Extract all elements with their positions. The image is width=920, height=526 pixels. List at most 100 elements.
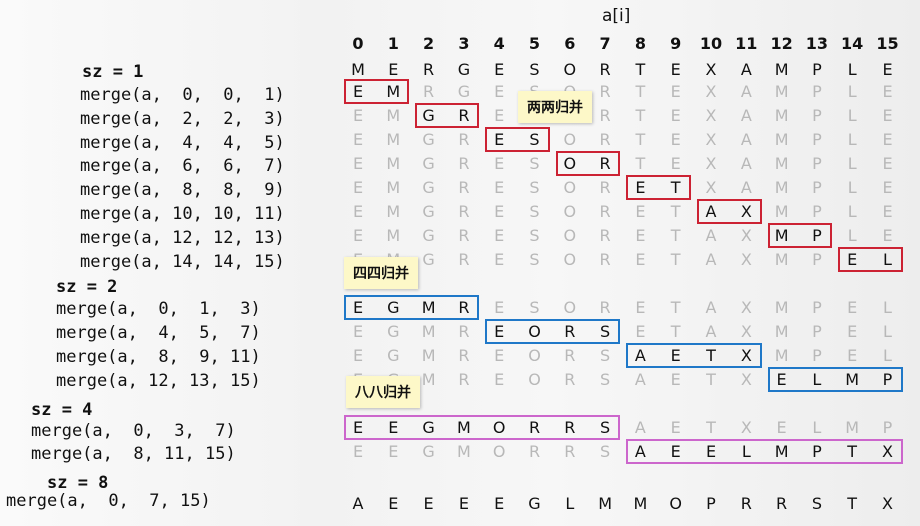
array-cell: A	[634, 346, 646, 365]
array-cell: A	[352, 494, 364, 513]
array-cell: T	[670, 250, 681, 269]
array-cell: M	[386, 130, 401, 149]
array-cell: M	[774, 106, 789, 125]
array-cell: E	[494, 60, 505, 79]
array-cell: E	[494, 322, 505, 341]
array-cell: G	[422, 418, 435, 437]
array-cell: P	[812, 154, 822, 173]
array-cell: S	[600, 370, 611, 389]
merge-call: merge(a, 8, 11, 15)	[31, 444, 236, 464]
array-cell: R	[458, 370, 470, 389]
array-cell: E	[882, 82, 893, 101]
array-cell: M	[774, 298, 789, 317]
array-cell: R	[740, 494, 752, 513]
array-cell: E	[670, 106, 681, 125]
index-label: 8	[634, 34, 646, 53]
array-cell: A	[740, 154, 752, 173]
array-cell: E	[352, 178, 364, 197]
array-cell: R	[599, 298, 611, 317]
array-cell: P	[812, 130, 822, 149]
array-cell: E	[494, 106, 505, 125]
array-cell: E	[635, 322, 646, 341]
array-cell: L	[847, 82, 857, 101]
array-cell: E	[352, 130, 364, 149]
array-cell: M	[774, 226, 789, 245]
array-cell: P	[812, 298, 822, 317]
array-cell: T	[635, 60, 646, 79]
index-label: 14	[841, 34, 864, 53]
four-way-merge-note: 四四归并	[344, 257, 418, 289]
array-cell: G	[387, 322, 400, 341]
array-cell: M	[774, 60, 789, 79]
array-cell: R	[458, 226, 470, 245]
array-cell: A	[705, 250, 717, 269]
merge-call: merge(a, 12, 13, 15)	[56, 371, 261, 391]
array-cell: T	[670, 298, 681, 317]
merge-call: merge(a, 0, 1, 3)	[56, 299, 261, 319]
index-label: 13	[805, 34, 829, 53]
array-cell: E	[494, 298, 505, 317]
array-cell: M	[774, 442, 789, 461]
array-cell: A	[634, 442, 646, 461]
array-cell: R	[599, 154, 611, 173]
pass-size-label: sz = 1	[82, 62, 144, 82]
array-cell: X	[740, 370, 752, 389]
array-cell: M	[386, 154, 401, 173]
array-cell: L	[847, 106, 857, 125]
merge-four-box	[485, 319, 621, 344]
array-cell: E	[882, 154, 893, 173]
array-cell: M	[386, 106, 401, 125]
array-cell: P	[812, 60, 822, 79]
merge-call: merge(a, 4, 4, 5)	[80, 133, 285, 153]
array-cell: E	[352, 154, 364, 173]
array-cell: R	[599, 82, 611, 101]
array-cell: M	[386, 82, 401, 101]
array-cell: L	[812, 418, 822, 437]
array-cell: E	[494, 250, 505, 269]
array-cell: G	[422, 442, 435, 461]
merge-pair-box	[838, 247, 903, 272]
array-cell: P	[706, 494, 716, 513]
array-cell: E	[882, 226, 893, 245]
array-cell: O	[563, 250, 577, 269]
array-cell: T	[635, 82, 646, 101]
array-cell: A	[740, 60, 752, 79]
merge-call: merge(a, 6, 6, 7)	[80, 156, 285, 176]
array-cell: E	[352, 202, 364, 221]
array-cell: G	[422, 106, 435, 125]
array-cell: R	[599, 250, 611, 269]
array-cell: E	[494, 178, 505, 197]
array-cell: L	[812, 370, 822, 389]
merge-call: merge(a, 12, 12, 13)	[80, 228, 285, 248]
array-cell: X	[740, 202, 752, 221]
array-cell: M	[845, 370, 860, 389]
array-cell: R	[528, 442, 541, 461]
array-cell: E	[494, 346, 505, 365]
array-cell: M	[845, 418, 860, 437]
array-cell: S	[529, 298, 540, 317]
array-cell: G	[422, 226, 435, 245]
array-cell: R	[458, 130, 470, 149]
array-cell: O	[528, 370, 541, 389]
array-cell: S	[600, 322, 611, 341]
array-cell: E	[494, 226, 505, 245]
array-cell: O	[528, 346, 541, 365]
array-cell: R	[423, 60, 435, 79]
array-cell: T	[670, 322, 681, 341]
array-cell: E	[635, 298, 646, 317]
array-cell: O	[492, 442, 506, 461]
index-label: 9	[670, 34, 682, 53]
array-cell: E	[458, 494, 469, 513]
array-cell: M	[774, 82, 789, 101]
array-cell: R	[564, 370, 576, 389]
array-cell: T	[670, 226, 681, 245]
array-cell: E	[494, 202, 505, 221]
index-label: 3	[458, 34, 470, 53]
array-cell: T	[706, 370, 716, 389]
array-cell: R	[528, 418, 541, 437]
array-cell: E	[388, 418, 399, 437]
array-cell: X	[740, 346, 752, 365]
merge-four-box	[344, 295, 480, 320]
array-cell: E	[423, 494, 434, 513]
array-cell: O	[563, 154, 577, 173]
